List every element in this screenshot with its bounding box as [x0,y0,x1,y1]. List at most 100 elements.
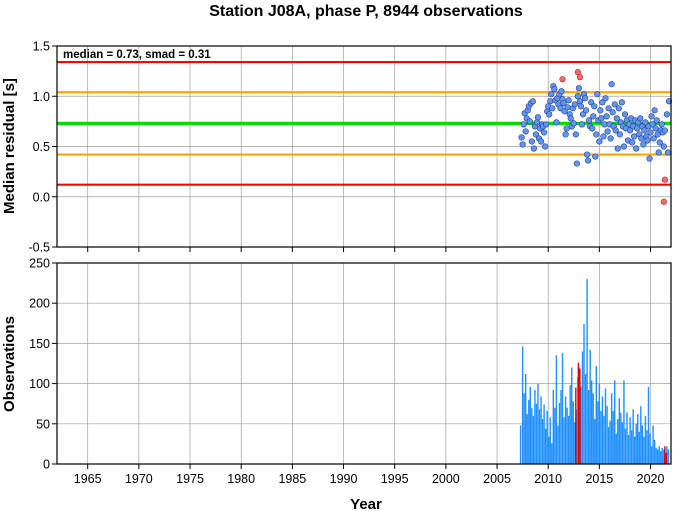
residual-point [581,95,589,102]
residual-point [663,111,671,118]
observation-bar [656,449,659,464]
x-tick-label: 2005 [483,472,511,486]
residual-point [616,131,623,138]
observation-bar [594,418,596,464]
observation-bar [531,407,533,464]
residual-point [614,145,621,152]
observation-bar [614,380,616,464]
observation-bar [612,410,614,464]
residual-point [543,121,550,128]
observation-bar [571,367,573,464]
observation-bar [561,353,564,464]
residual-point [549,105,556,112]
observation-bar [617,418,619,464]
residual-point [582,107,590,114]
observation-bar [538,409,541,464]
residual-outlier-point [660,198,667,205]
y-tick-label: 150 [29,337,50,351]
residual-point [565,97,572,104]
observation-bar [540,396,542,464]
observation-bar [569,385,571,464]
residual-point [647,129,654,136]
residual-point [653,117,660,124]
observation-bar [557,425,559,464]
residual-threshold-lines [57,60,671,186]
residual-point [528,138,535,145]
observation-bar [523,393,525,464]
residual-point [613,115,620,122]
observation-bar [544,428,547,464]
residual-point [567,115,574,122]
residual-point [576,98,584,105]
observation-bar [558,402,561,464]
observation-bar [629,417,631,464]
residual-point [520,121,527,128]
observation-bar [564,396,567,464]
residual-point [533,119,541,126]
residual-point [537,138,545,145]
observation-bar [632,409,634,464]
residual-point [620,143,628,150]
observation-bar [595,365,597,464]
y-tick-label: 1.0 [33,90,50,104]
observation-bar [626,412,628,464]
observation-bar [574,422,576,464]
residual-point [590,113,597,120]
observation-bar [537,383,539,464]
residual-point [634,125,641,132]
observation-bar [658,446,660,464]
residual-point [546,111,553,118]
residual-point [573,160,580,167]
observation-bar [580,386,582,464]
observation-bar [532,415,535,464]
residual-point [560,100,567,107]
residual-point [601,121,608,128]
residual-point [592,153,599,160]
x-tick-label: 2020 [637,472,665,486]
residual-point [615,105,622,112]
residual-point [612,127,619,134]
observation-bar [647,386,650,464]
observation-outlier-bar [665,452,668,464]
observation-bar [587,390,590,464]
residual-point [547,98,554,105]
residual-point [618,99,625,106]
observation-bar [667,449,670,464]
residual-point [553,119,560,126]
observation-bar [646,430,648,464]
residual-outlier-point [559,76,566,83]
residual-y-ticks: -0.50.00.51.01.5 [28,40,57,255]
residual-point [564,104,571,111]
y-tick-label: 50 [36,417,50,431]
y-tick-label: 250 [29,257,50,271]
residual-point [578,121,586,128]
x-tick-label: 1995 [381,472,409,486]
y-tick-label: -0.5 [28,241,50,255]
x-tick-label: 2015 [585,472,613,486]
observation-bar [560,390,562,464]
chart-title: Station J08A, phase P, 8944 observations [209,3,523,20]
observation-bar [543,404,545,464]
observation-bar [524,373,527,464]
observation-bar [598,383,601,464]
observation-bar [610,393,613,464]
observation-bar [618,398,621,464]
observation-bars [519,279,670,464]
residual-outlier-point [661,176,668,183]
residual-point [638,135,645,142]
observation-bar [609,420,611,464]
residual-point [602,95,609,102]
residual-point [646,155,653,162]
observation-bar [604,388,607,464]
observation-bar [589,349,591,464]
residual-point [585,157,592,164]
residual-point [641,127,648,134]
residual-point [548,91,555,98]
observation-bar [663,449,665,464]
residual-point [658,121,665,128]
residual-point [649,121,656,128]
observation-bar [650,446,653,464]
residual-point [589,125,596,132]
observation-bar [655,447,657,464]
